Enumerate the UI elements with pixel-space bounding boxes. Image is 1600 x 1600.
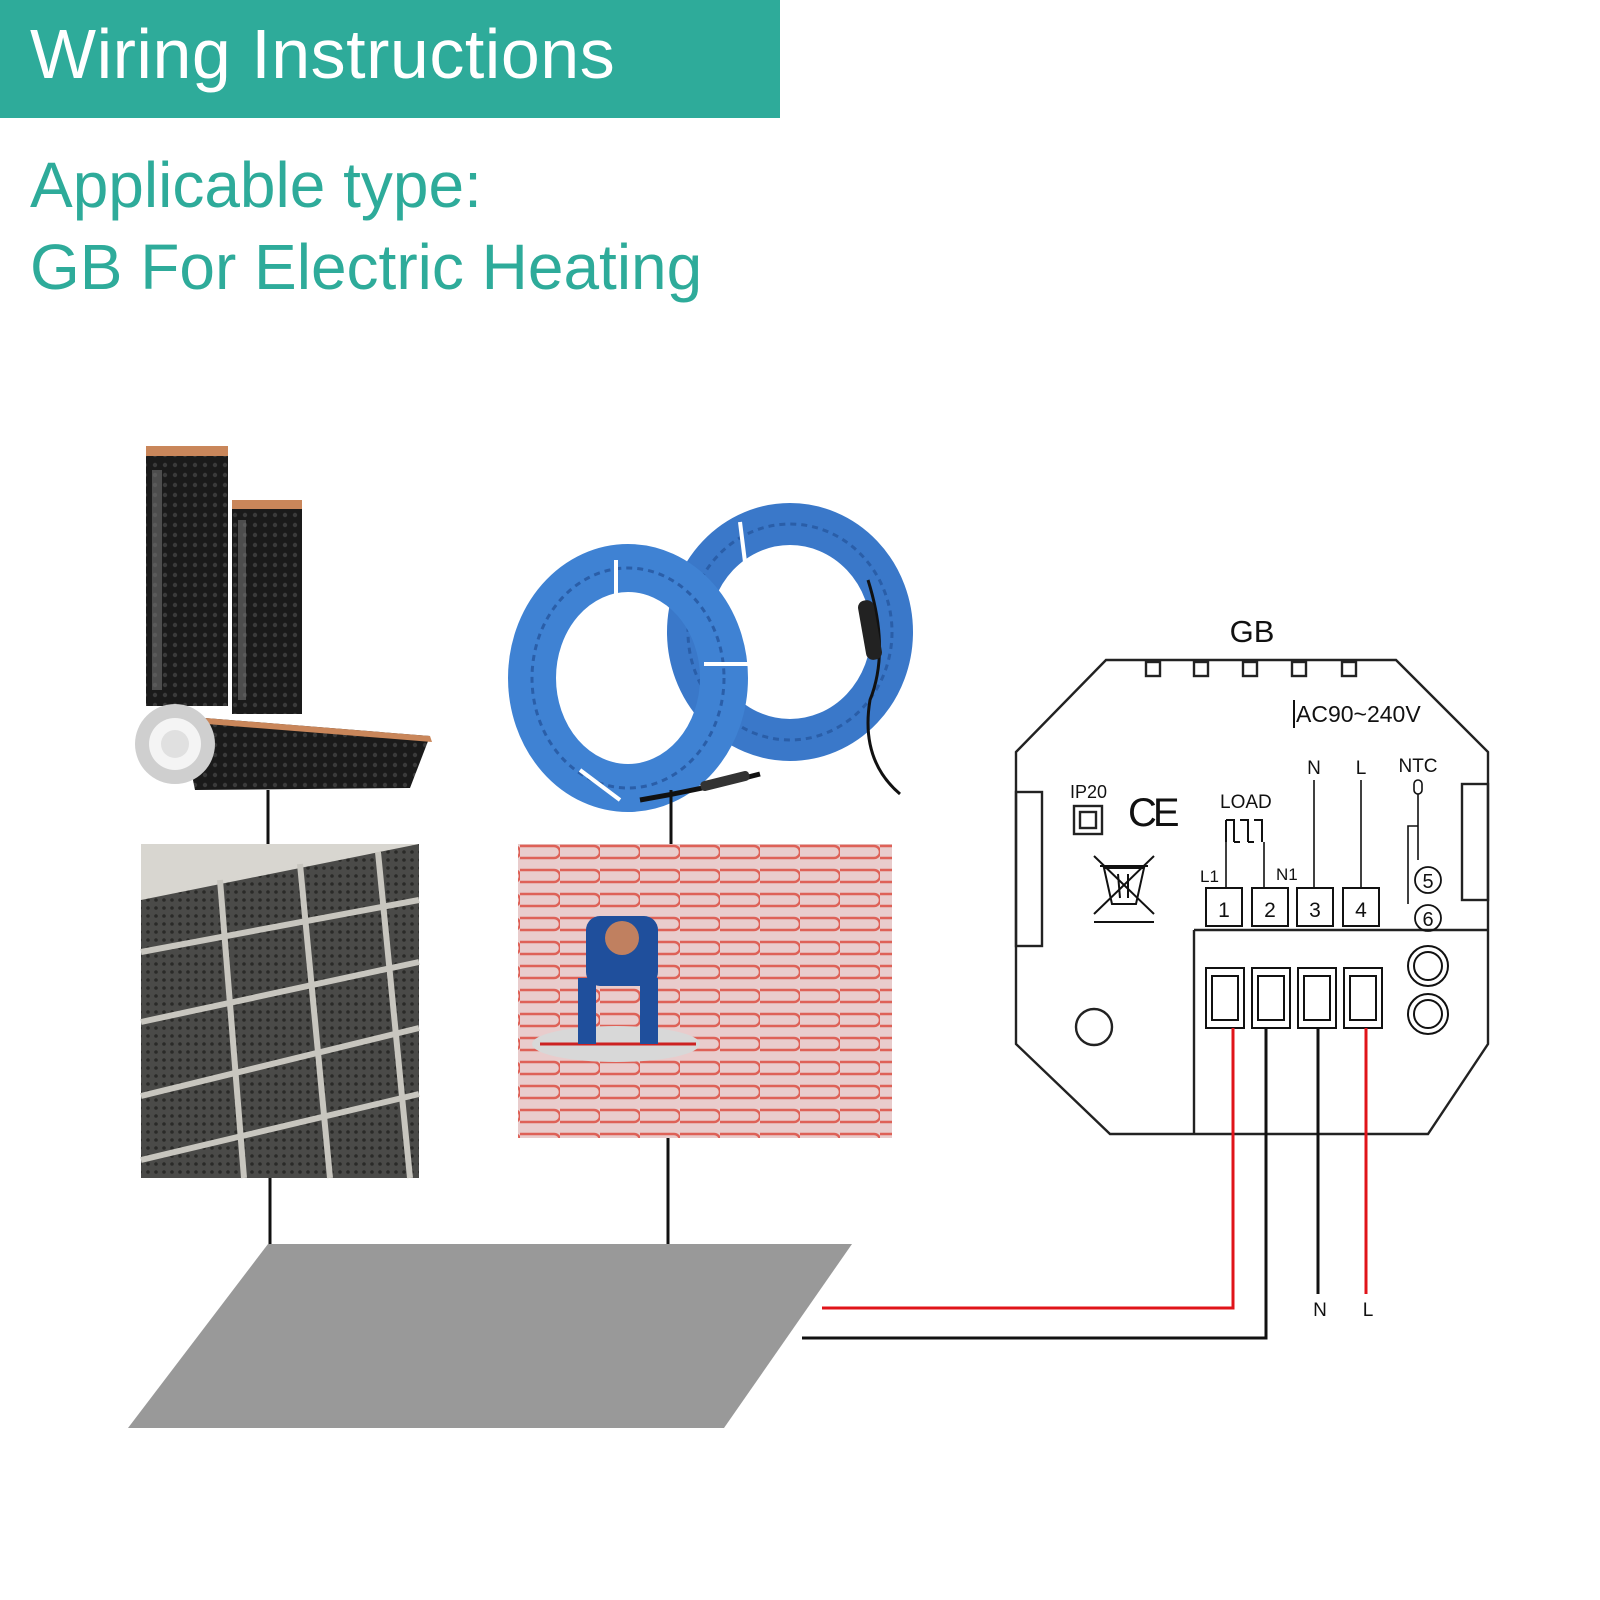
heating-cable-installation-photo <box>518 844 892 1138</box>
n1-label: N1 <box>1276 865 1298 884</box>
applicable-type-label: Applicable type: <box>30 149 482 221</box>
terminal-5-label: 5 <box>1422 871 1433 893</box>
terminal-3-label: 3 <box>1309 899 1321 922</box>
ntc-sensor-icon <box>1407 779 1423 904</box>
thermostat-n-label: N <box>1307 758 1321 779</box>
ce-mark: CE <box>1128 791 1178 835</box>
heating-cable-coils-photo <box>508 503 913 812</box>
heating-film-rolls-photo <box>135 446 432 790</box>
terminal-6-label: 6 <box>1422 909 1433 931</box>
model-label: GB <box>1230 614 1275 649</box>
l1-label: L1 <box>1200 867 1219 886</box>
heated-floor-plane <box>128 1244 852 1428</box>
sensor-terminals <box>1414 866 1442 932</box>
right-clip <box>1460 782 1490 902</box>
ip20-box <box>1072 804 1104 836</box>
supply-l-label: L <box>1363 1300 1374 1321</box>
wiring <box>802 1028 1368 1340</box>
top-clips <box>1144 660 1358 678</box>
weee-bin-icon <box>1093 855 1155 923</box>
photo-connector-lines <box>266 790 673 1246</box>
terminal-block-lower <box>1205 945 1449 1035</box>
terminal-block-upper <box>1205 887 1380 927</box>
ip-rating-label: IP20 <box>1070 782 1107 802</box>
thermostat-back-panel <box>1014 658 1490 1136</box>
load-label: LOAD <box>1220 792 1272 813</box>
terminal-4-label: 4 <box>1355 899 1367 922</box>
title-banner: Wiring Instructions <box>0 0 780 118</box>
terminal-1-label: 1 <box>1218 899 1230 922</box>
heating-film-floor-photo <box>140 844 420 1179</box>
supply-n-label: N <box>1313 1300 1327 1321</box>
thermostat-l-label: L <box>1356 758 1367 779</box>
terminal-2-label: 2 <box>1264 899 1276 922</box>
load-live-wire <box>822 1028 1235 1310</box>
applicable-type-value: GB For Electric Heating <box>30 231 703 303</box>
ntc-label: NTC <box>1398 756 1437 777</box>
left-clip <box>1014 790 1044 948</box>
load-heater-symbol <box>1225 819 1263 843</box>
page-title: Wiring Instructions <box>30 15 616 93</box>
load-neutral-wire <box>802 1028 1268 1340</box>
voltage-label: AC90~240V <box>1296 701 1421 727</box>
